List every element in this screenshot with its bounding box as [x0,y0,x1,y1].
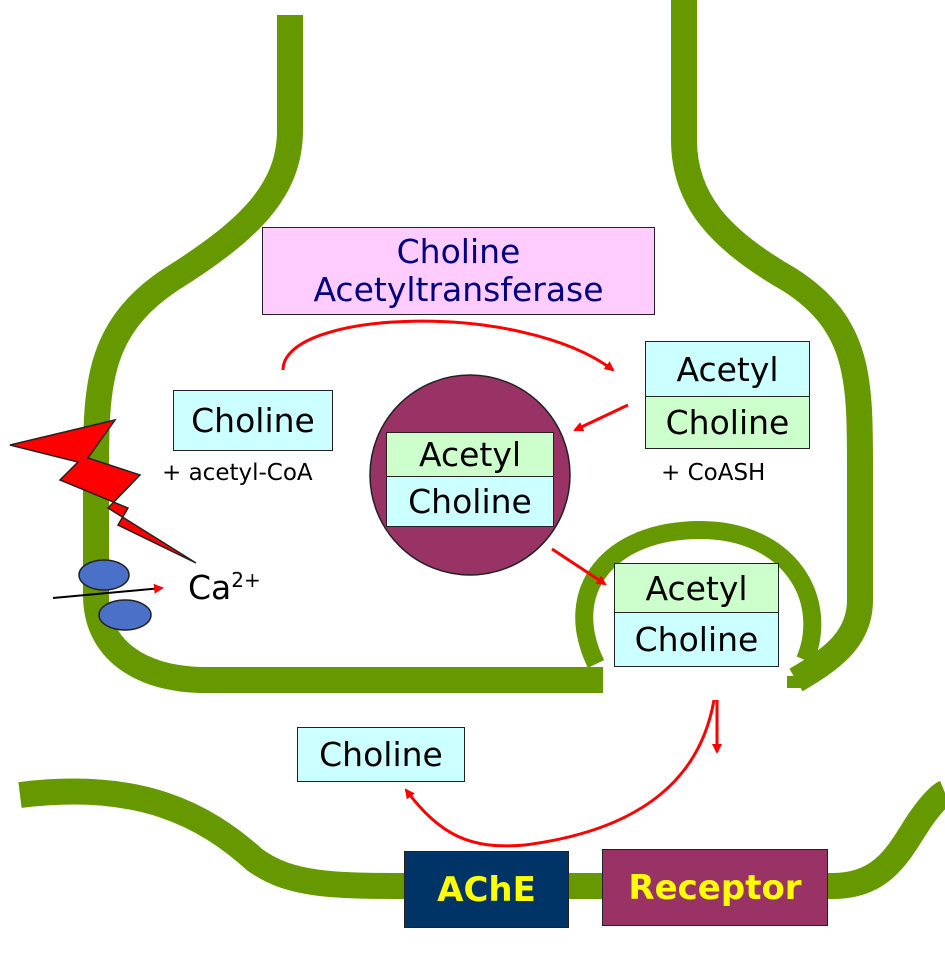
acetyl-coa-label: + acetyl-CoA [162,460,313,486]
enzyme-name-line2: Acetyltransferase [313,270,604,309]
vesicle-choline-label: Choline [408,482,532,521]
calcium-channel-bottom [98,599,152,631]
product-choline-box: Choline [645,396,810,449]
presynaptic-membrane-right [671,0,873,692]
synthesis-arrow [281,319,615,372]
vesicle-acetyl-box: Acetyl [386,432,554,477]
fusing-choline-box: Choline [614,612,779,667]
product-acetyl-box: Acetyl [645,341,810,397]
precursor-choline-box: Choline [173,390,333,451]
packaging-arrow [573,403,629,432]
fusing-vesicle-membrane [575,520,822,668]
fusing-choline-label: Choline [634,620,759,659]
lightning-bolt-icon [9,418,197,564]
product-acetyl-label: Acetyl [676,349,779,389]
presynaptic-membrane [82,15,603,693]
release-arrow [551,547,607,586]
vesicle-acetyl-label: Acetyl [418,435,522,474]
ache-label: AChE [437,869,536,910]
calcium-charge: 2+ [231,568,261,592]
vesicle-choline-box: Choline [386,476,554,527]
ache-box: AChE [404,851,569,928]
fusing-acetyl-box: Acetyl [614,563,779,613]
postsynaptic-membrane [18,778,945,899]
recycled-choline-label: Choline [319,735,443,774]
calcium-label: Ca2+ [188,568,261,607]
product-choline-label: Choline [665,403,790,442]
precursor-choline-label: Choline [191,401,315,440]
enzyme-box: Choline Acetyltransferase [262,227,655,315]
calcium-influx-arrow [52,583,164,599]
fusing-acetyl-label: Acetyl [645,568,748,608]
recycled-choline-box: Choline [297,727,465,782]
calcium-channel-top [78,559,130,591]
receptor-label: Receptor [628,867,802,908]
receptor-box: Receptor [602,849,828,926]
enzyme-name-line1: Choline [396,232,521,272]
coash-label: + CoASH [661,460,766,486]
hydrolysis-arrow [404,699,716,848]
calcium-symbol: Ca [188,568,232,607]
